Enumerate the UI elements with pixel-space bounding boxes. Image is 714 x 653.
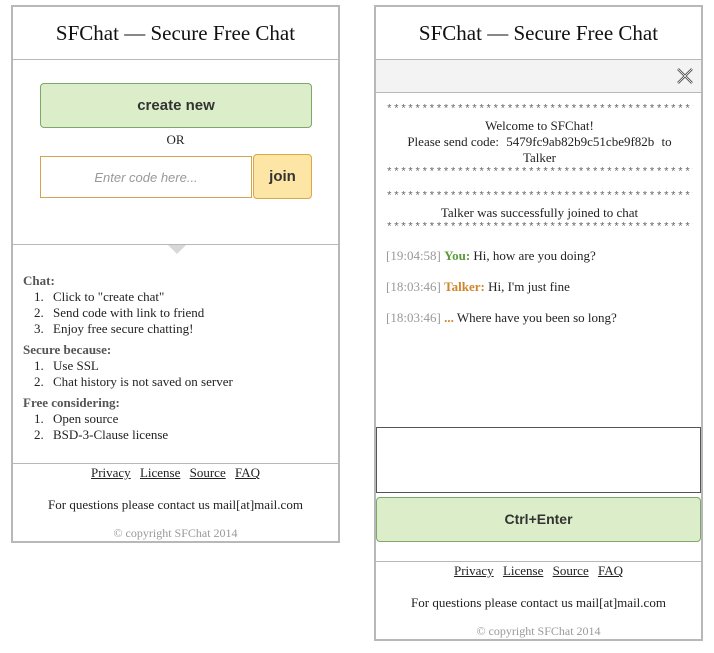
separator-stars: ****************************************… xyxy=(386,104,693,116)
page-title: SFChat — Secure Free Chat xyxy=(376,7,701,60)
privacy-link[interactable]: Privacy xyxy=(90,465,131,480)
chat-message: [19:04:58] You: Hi, how are you doing? xyxy=(386,248,693,264)
message-input[interactable] xyxy=(376,427,701,493)
chat-log: ****************************************… xyxy=(386,103,693,326)
list-item: BSD-3-Clause license xyxy=(47,427,328,443)
list-item: Click to "create chat" xyxy=(47,289,328,305)
contact-text: For questions please contact us mail[at]… xyxy=(411,595,666,610)
chat-panel: SFChat — Secure Free Chat **************… xyxy=(374,5,703,641)
joined-message: Talker was successfully joined to chat xyxy=(440,205,639,220)
code-input[interactable] xyxy=(40,156,252,198)
create-new-button[interactable]: create new xyxy=(40,83,312,128)
contact-text: For questions please contact us mail[at]… xyxy=(48,497,303,512)
license-link[interactable]: License xyxy=(139,465,181,480)
secure-reasons-list: Use SSL Chat history is not saved on ser… xyxy=(23,358,328,390)
copyright: © copyright SFChat 2014 xyxy=(476,624,601,638)
welcome-text: Welcome to SFChat! xyxy=(485,118,594,133)
divider xyxy=(13,244,338,245)
separator-stars: ****************************************… xyxy=(386,191,693,203)
page-title: SFChat — Secure Free Chat xyxy=(13,7,338,60)
chat-toolbar xyxy=(376,60,701,93)
message-time: [18:03:46] xyxy=(386,279,441,294)
footer: Privacy License Source FAQ For questions… xyxy=(13,463,338,541)
section-heading-free: Free considering: xyxy=(23,395,120,410)
section-heading-chat: Chat: xyxy=(23,273,55,288)
list-item: Chat history is not saved on server xyxy=(47,374,328,390)
faq-link[interactable]: FAQ xyxy=(597,563,624,578)
source-link[interactable]: Source xyxy=(552,563,589,578)
join-button[interactable]: join xyxy=(253,154,312,199)
list-item: Enjoy free secure chatting! xyxy=(47,321,328,337)
footer-links: Privacy License Source FAQ xyxy=(13,465,338,481)
free-reasons-list: Open source BSD-3-Clause license xyxy=(23,411,328,443)
separator-stars: ****************************************… xyxy=(386,167,693,179)
separator-stars: ****************************************… xyxy=(386,222,693,234)
send-code-line: Please send code: 5479fc9ab82b9c51cbe9f8… xyxy=(386,134,693,150)
send-code-prefix: Please send code: xyxy=(407,134,500,149)
source-link[interactable]: Source xyxy=(189,465,226,480)
close-icon[interactable] xyxy=(675,66,695,86)
message-author: ... xyxy=(444,310,454,325)
expand-arrow-icon xyxy=(168,245,186,254)
message-author: You: xyxy=(444,248,471,263)
chat-message: [18:03:46] Talker: Hi, I'm just fine xyxy=(386,279,693,295)
info-section: Chat: Click to "create chat" Send code w… xyxy=(23,273,328,448)
chat-steps-list: Click to "create chat" Send code with li… xyxy=(23,289,328,337)
welcome-message: Welcome to SFChat! Please send code: 547… xyxy=(386,118,693,166)
section-heading-secure: Secure because: xyxy=(23,342,112,357)
footer-links: Privacy License Source FAQ xyxy=(376,563,701,579)
or-separator: OR xyxy=(166,132,185,147)
message-text: Where have you been so long? xyxy=(456,310,617,325)
home-panel: SFChat — Secure Free Chat create new OR … xyxy=(11,5,340,543)
list-item: Send code with link to friend xyxy=(47,305,328,321)
chat-message: [18:03:46] ... Where have you been so lo… xyxy=(386,310,693,326)
list-item: Use SSL xyxy=(47,358,328,374)
message-author: Talker: xyxy=(444,279,485,294)
faq-link[interactable]: FAQ xyxy=(234,465,261,480)
list-item: Open source xyxy=(47,411,328,427)
message-time: [19:04:58] xyxy=(386,248,441,263)
license-link[interactable]: License xyxy=(502,563,544,578)
chat-code: 5479fc9ab82b9c51cbe9f82b xyxy=(506,134,655,149)
privacy-link[interactable]: Privacy xyxy=(453,563,494,578)
send-button[interactable]: Ctrl+Enter xyxy=(376,497,701,542)
send-code-suffix: to xyxy=(661,134,672,149)
footer: Privacy License Source FAQ For questions… xyxy=(376,561,701,639)
talker-name: Talker xyxy=(522,150,556,165)
copyright: © copyright SFChat 2014 xyxy=(113,526,238,540)
message-text: Hi, how are you doing? xyxy=(473,248,596,263)
message-time: [18:03:46] xyxy=(386,310,441,325)
message-text: Hi, I'm just fine xyxy=(488,279,570,294)
